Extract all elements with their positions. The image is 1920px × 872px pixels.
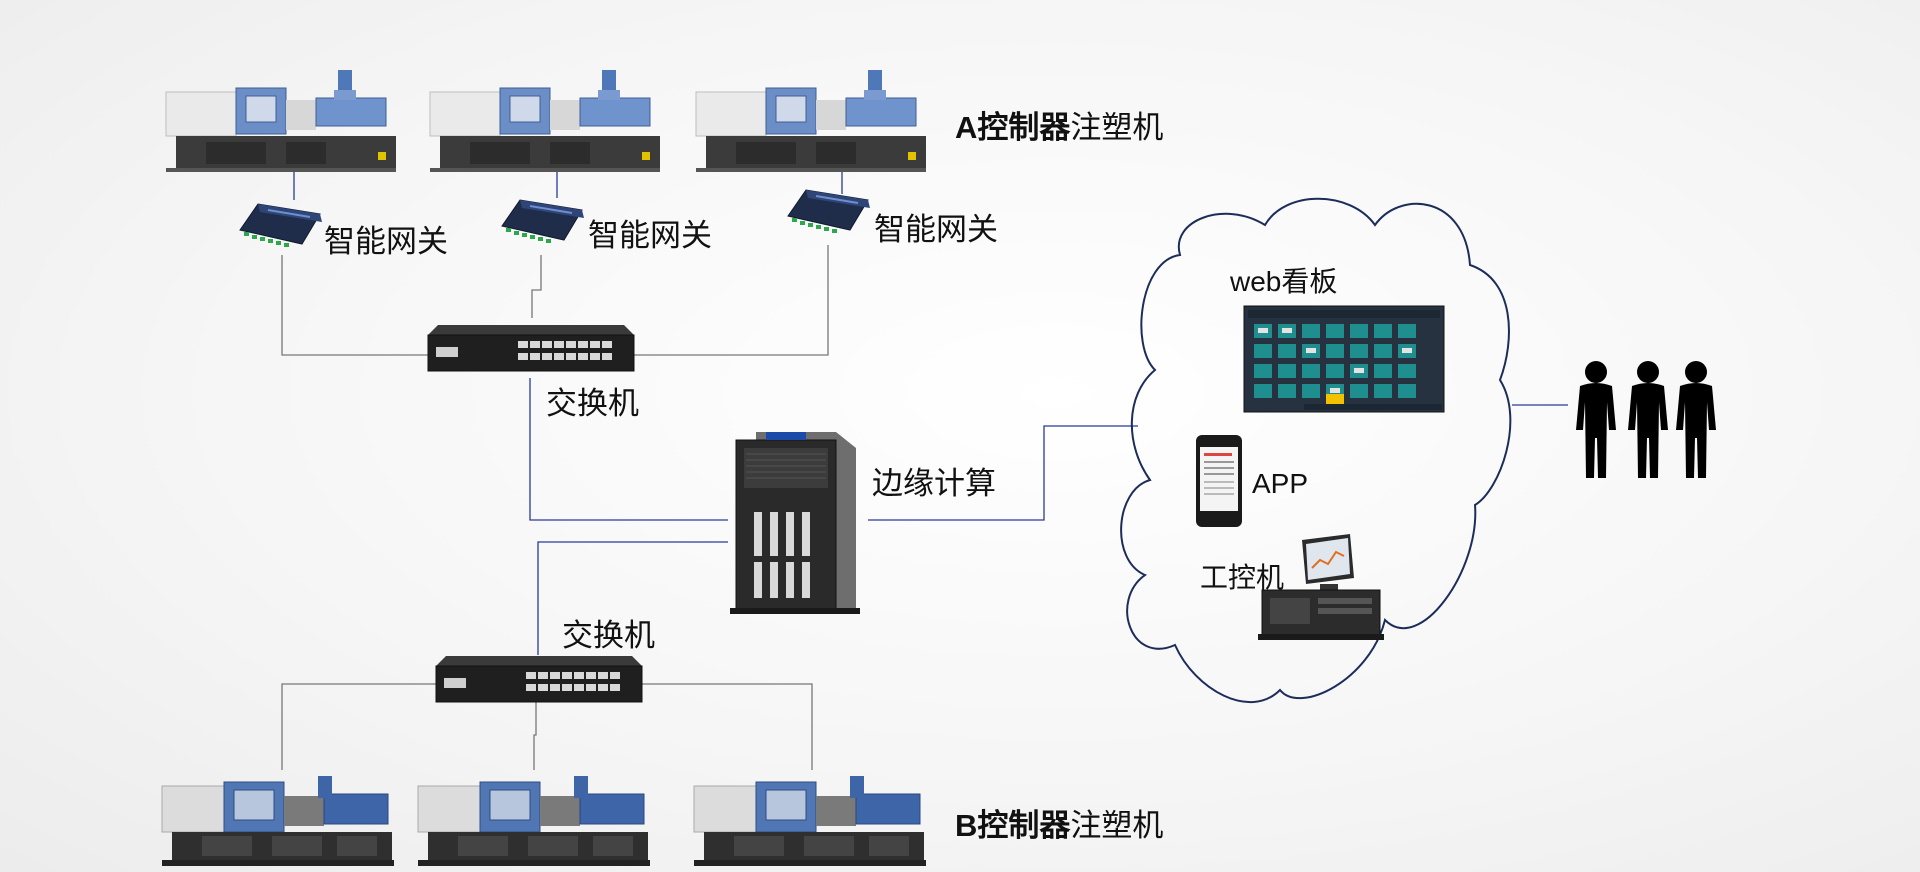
gateway-3-label: 智能网关 [874,212,998,247]
row-a-label-rest: 注塑机 [1070,110,1164,145]
switch-bottom-label: 交换机 [562,618,655,653]
web-dashboard-label: web看板 [1230,266,1338,297]
app-label: APP [1252,468,1309,499]
server-tower-icon [730,432,860,614]
gateway-1-icon [239,203,323,248]
industrial-pc-icon [1258,534,1384,640]
row-b-label-rest: 注塑机 [1070,808,1164,843]
machine-a-1-icon [165,69,397,173]
connection-lines [281,168,1568,770]
switch-top-label: 交换机 [546,386,639,421]
edge-computing-label: 边缘计算 [872,466,996,501]
machine-a-3-icon [695,69,927,173]
link-edge-cloud [868,425,1138,521]
row-b-label-bold: B控制器 [955,808,1071,843]
monitor-dashboard-icon [1243,305,1445,413]
cloud-icon [1120,197,1512,703]
gateway-2-label: 智能网关 [588,218,712,253]
gateway-3-icon [787,189,871,234]
switch-top-icon [427,324,635,372]
machine-b-1-icon [161,775,395,867]
users-icon [1576,361,1716,478]
link-gateway3-switch [632,245,829,356]
link-gateway1-switch [281,255,428,356]
smartphone-icon [1196,435,1242,527]
industrial-pc-label: 工控机 [1200,562,1285,593]
link-switch-machine-b2 [533,700,537,770]
gateway-1-label: 智能网关 [324,224,448,259]
row-a-label-bold: A控制器 [955,110,1071,145]
machine-b-2-icon [417,775,651,867]
switch-bottom-icon [435,655,643,703]
link-switch-machine-b1 [281,683,438,770]
link-edge-switch-bottom [537,541,728,655]
machine-b-3-icon [693,775,927,867]
link-gateway2-switch [531,255,542,318]
gateway-2-icon [501,199,585,244]
row-b-label: B控制器注塑机 [955,810,1163,841]
link-switch-machine-b3 [638,683,813,770]
link-switch-top-edge [529,378,728,521]
row-a-label: A控制器注塑机 [955,112,1163,143]
machine-a-2-icon [429,69,661,173]
